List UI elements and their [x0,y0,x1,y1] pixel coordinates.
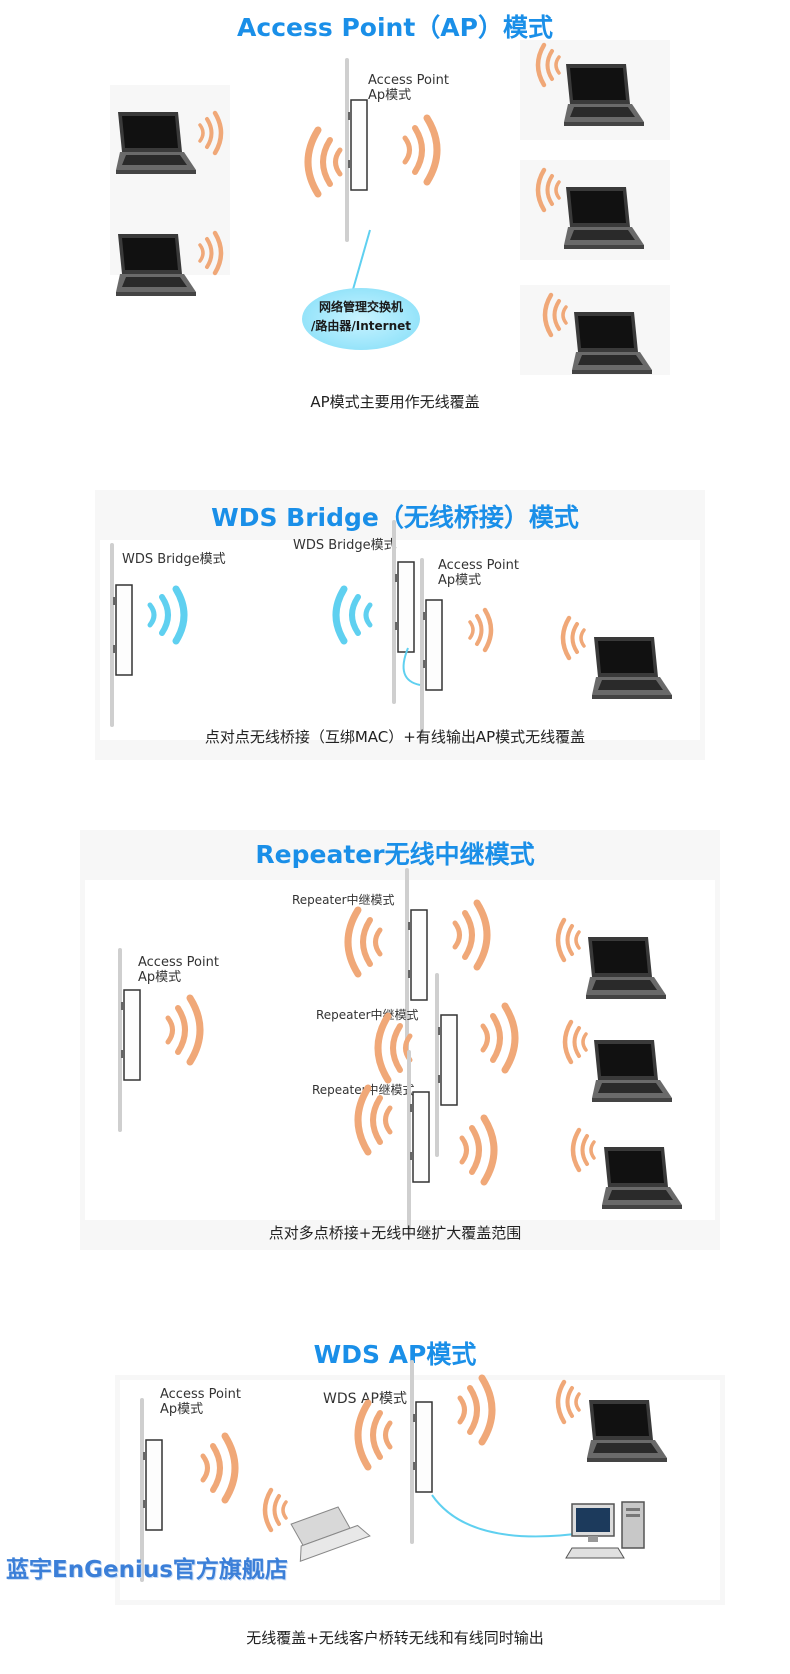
network-cloud-icon: 网络管理交换机 /路由器/Internet [302,288,420,350]
wifi-wave-icon [555,940,585,990]
wifi-wave-icon [200,253,230,303]
section-caption: 点对点无线桥接（互绑MAC）+有线输出AP模式无线覆盖 [204,728,586,746]
wifi-wave-icon [483,1038,533,1108]
laptop-icon [586,937,666,999]
laptop-icon [572,312,652,374]
section-caption: AP模式主要用作无线覆盖 [310,393,480,411]
store-watermark: 蓝宇EnGenius官方旗舰店 [6,1557,288,1583]
laptop-icon [290,1506,371,1562]
laptop-icon [564,187,644,249]
access-point-device-icon [407,1050,431,1234]
wifi-wave-icon [320,1120,400,1180]
laptop-icon [116,234,196,296]
wifi-wave-icon [455,935,505,1005]
network-cable [402,647,421,686]
network-cable [349,229,371,301]
wifi-wave-icon [462,1150,512,1220]
laptop-icon [116,112,196,174]
wifi-wave-icon [560,638,590,688]
laptop-icon [564,64,644,126]
wds-bridge-label: WDS Bridge模式 [293,538,397,553]
wifi-wave-icon [168,1030,218,1100]
network-cable [431,1494,591,1538]
laptop-icon [592,637,672,699]
access-point-device-icon [435,973,459,1157]
wds-ap-label: WDS AP模式 [323,1391,407,1407]
repeater-label: Repeater中继模式 [316,1008,419,1022]
laptop-icon [602,1147,682,1209]
wifi-wave-icon [310,942,390,1002]
wifi-wave-icon [570,1150,600,1200]
wifi-wave-icon [470,630,510,690]
wifi-wave-icon [200,133,230,183]
laptop-icon [592,1040,672,1102]
desktop-computer-icon [565,1501,645,1559]
repeater-label: Repeater中继模式 [292,893,395,907]
access-point-device-icon [118,948,142,1132]
section-wds-bridge: WDS Bridge（无线桥接）模式 WDS Bridge模式 WDS Brid… [0,480,790,760]
section-title: Access Point（AP）模式 [237,13,553,42]
section-caption: 点对多点桥接+无线中继扩大覆盖范围 [268,1224,522,1242]
section-title: WDS AP模式 [313,1340,477,1369]
wds-bridge-label: WDS Bridge模式 [122,552,226,567]
section-title: Repeater无线中继模式 [255,840,535,869]
section-caption: 无线覆盖+无线客户桥转无线和有线同时输出 [246,1629,544,1647]
